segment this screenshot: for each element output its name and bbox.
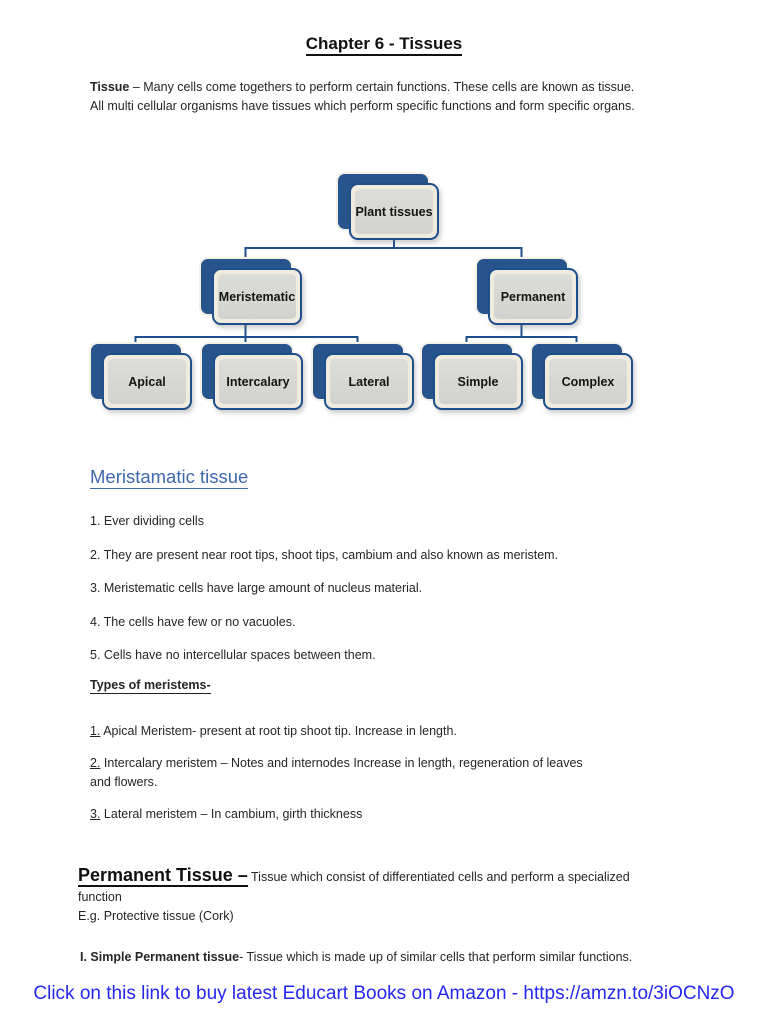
section-heading-meristamatic: Meristamatic tissue — [90, 466, 249, 489]
list-item: 4. The cells have few or no vacuoles. — [90, 614, 296, 629]
page-title: Chapter 6 - Tissues — [0, 34, 768, 56]
node-lateral: Lateral — [313, 344, 414, 410]
meristamatic-points-list: 1. Ever dividing cells 2. They are prese… — [90, 512, 690, 680]
node-label: Complex — [549, 359, 627, 404]
permanent-desc-line1: Tissue which consist of differentiated c… — [247, 870, 630, 884]
item-number: 3. — [90, 807, 101, 821]
intro-line1: – Many cells come togethers to perform c… — [129, 80, 635, 94]
list-item: 3. Lateral meristem – In cambium, girth … — [90, 805, 700, 824]
permanent-tissue-paragraph: Permanent Tissue – Tissue which consist … — [78, 862, 658, 926]
list-item: 3. Meristematic cells have large amount … — [90, 581, 423, 595]
amazon-link[interactable]: Click on this link to buy latest Educart… — [33, 983, 735, 1004]
permanent-desc-line2: function — [78, 890, 122, 904]
node-label: Permanent — [494, 274, 572, 319]
node-complex: Complex — [532, 344, 633, 410]
item-number: 2. — [90, 756, 101, 770]
node-face: Apical — [102, 353, 192, 410]
list-item: 1. Ever dividing cells — [90, 514, 204, 528]
simple-permanent-tissue-line: I. Simple Permanent tissue- Tissue which… — [80, 948, 720, 967]
permanent-example: E.g. Protective tissue (Cork) — [78, 909, 234, 923]
item-text-wrap: and flowers. — [90, 775, 158, 789]
node-face: Simple — [433, 353, 523, 410]
node-label: Intercalary — [219, 359, 297, 404]
node-label: Simple — [439, 359, 517, 404]
item-text: Apical Meristem- present at root tip sho… — [100, 724, 457, 738]
list-item: 1. Apical Meristem- present at root tip … — [90, 722, 700, 741]
page-title-text: Chapter 6 - Tissues — [305, 34, 463, 56]
list-item: 2. They are present near root tips, shoo… — [90, 547, 559, 562]
node-face: Plant tissues — [349, 183, 439, 240]
node-face: Intercalary — [213, 353, 303, 410]
item-text: Lateral meristem – In cambium, girth thi… — [100, 807, 363, 821]
node-face: Permanent — [488, 268, 578, 325]
node-label: Meristematic — [218, 274, 296, 319]
node-simple: Simple — [422, 344, 523, 410]
list-item: 2. Intercalary meristem – Notes and inte… — [90, 754, 700, 792]
intro-paragraph: Tissue – Many cells come togethers to pe… — [90, 78, 650, 115]
node-face: Lateral — [324, 353, 414, 410]
section-heading-text: Meristamatic tissue — [90, 466, 249, 489]
intro-line2: All multi cellular organisms have tissue… — [90, 98, 635, 113]
types-of-meristems-list: 1. Apical Meristem- present at root tip … — [90, 722, 700, 837]
item-number: 1. — [90, 724, 101, 738]
node-permanent: Permanent — [477, 259, 578, 325]
node-plant-tissues: Plant tissues — [338, 174, 439, 240]
node-apical: Apical — [91, 344, 192, 410]
node-face: Meristematic — [212, 268, 302, 325]
item-text: Intercalary meristem – Notes and interno… — [100, 756, 583, 770]
list-item: 5. Cells have no intercellular spaces be… — [90, 648, 376, 662]
node-label: Apical — [108, 359, 186, 404]
footer: Click on this link to buy latest Educart… — [0, 983, 768, 1005]
simple-lead: I. Simple Permanent tissue — [80, 950, 240, 964]
node-intercalary: Intercalary — [202, 344, 303, 410]
intro-lead: Tissue — [90, 80, 130, 94]
node-meristematic: Meristematic — [201, 259, 302, 325]
node-label: Plant tissues — [355, 189, 433, 234]
simple-rest: - Tissue which is made up of similar cel… — [239, 950, 633, 964]
node-face: Complex — [543, 353, 633, 410]
types-heading-text: Types of meristems- — [90, 678, 211, 694]
permanent-tissue-heading: Permanent Tissue – — [78, 865, 248, 887]
types-of-meristems-heading: Types of meristems- — [90, 678, 211, 694]
node-label: Lateral — [330, 359, 408, 404]
